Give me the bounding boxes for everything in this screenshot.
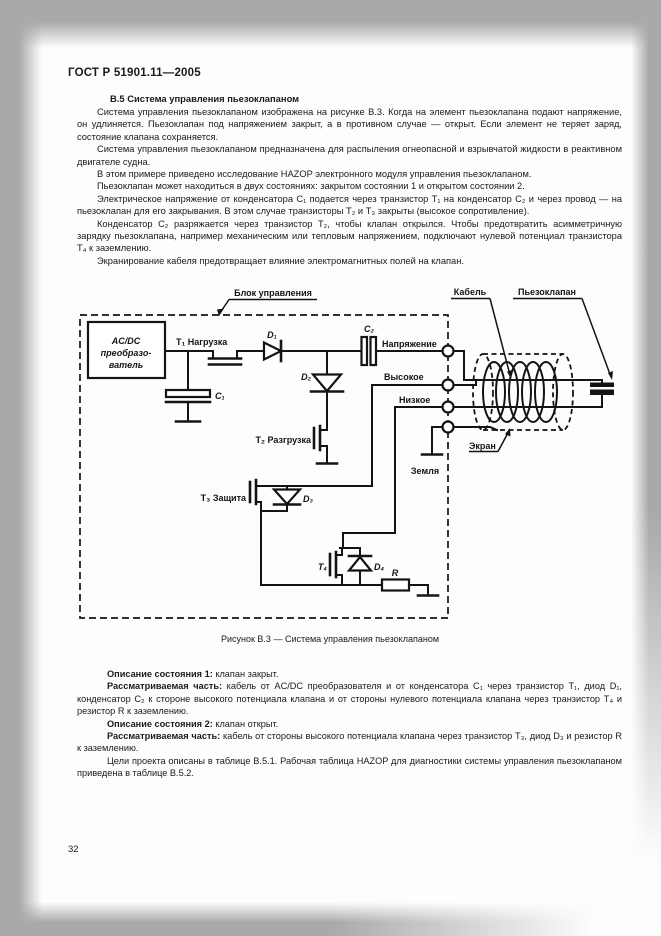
paragraph: Электрическое напряжение от конденсатора…: [77, 193, 622, 217]
arrowhead: [505, 428, 511, 437]
diode-d3: [271, 488, 303, 506]
arrowhead: [608, 371, 613, 380]
terminals: [441, 344, 455, 434]
resistor-r: [380, 578, 440, 597]
label-t3-protection: T₃ Защита: [201, 493, 247, 503]
label-d2: D₂: [301, 372, 311, 382]
terminal-low: [441, 400, 455, 414]
capacitor-c2: [360, 335, 378, 367]
paragraph: Экранирование кабеля предотвращает влиян…: [97, 255, 464, 266]
arrowhead: [217, 308, 224, 316]
label-t4: T₄: [318, 562, 327, 572]
page-number: 32: [68, 844, 79, 855]
label-voltage: Напряжение: [382, 339, 437, 349]
label-d3: D₃: [303, 494, 313, 504]
acdc-label-line1: AC/DC: [111, 336, 141, 346]
diode-d2: [309, 373, 345, 393]
diode-d4: [346, 554, 374, 572]
label-control-block: Блок управления: [234, 288, 312, 298]
label-earth: Земля: [411, 466, 439, 476]
state-note: Описание состояния 1: клапан закрыт.: [107, 669, 279, 679]
state-note: Цели проекта описаны в таблице В.5.1. Ра…: [77, 755, 622, 779]
terminal-shield: [441, 420, 455, 434]
cable-coil: [482, 361, 558, 423]
label-c1: C₁: [215, 391, 225, 401]
paragraph: Система управления пьезоклапаном изображ…: [77, 107, 622, 142]
acdc-label-line2: преобразо-: [101, 348, 152, 358]
leader-lines: [217, 297, 613, 453]
label-r: R: [392, 568, 399, 578]
scan-border-top: [0, 0, 661, 48]
scan-border-bottom: [0, 902, 661, 936]
state-notes: Описание состояния 1: клапан закрыт. Рас…: [77, 668, 622, 780]
transistor-t2: [312, 424, 339, 465]
transistor-t1: [207, 357, 243, 366]
terminal-high: [441, 378, 455, 392]
label-d4: D₄: [374, 562, 384, 572]
acdc-label-line3: ватель: [109, 360, 143, 370]
figure-caption: Рисунок В.3 — Система управления пьезокл…: [220, 634, 440, 644]
label-t1-load: T₁ Нагрузка: [176, 337, 228, 347]
state-note: Описание состояния 2: клапан открыт.: [107, 718, 279, 729]
control-block-outline: [79, 314, 449, 619]
label-c2: C₂: [364, 324, 374, 334]
arrowhead: [507, 370, 513, 379]
label-shield: Экран: [469, 441, 496, 451]
cable-shield: [472, 353, 574, 431]
acdc-converter-box: AC/DC преобразо- ватель: [86, 320, 167, 380]
label-cable: Кабель: [454, 287, 487, 297]
transistor-t3: [248, 478, 258, 506]
figure-b3-diagram: AC/DC преобразо- ватель: [79, 287, 614, 619]
wire-network: [164, 350, 603, 596]
standard-header: ГОСТ Р 51901.11—2005: [68, 67, 201, 79]
label-t2-unload: T₂ Разгрузка: [256, 435, 312, 445]
terminal-voltage: [441, 344, 455, 358]
paragraph: В этом примере приведено исследование HA…: [97, 169, 532, 180]
section-content: В.5 Система управления пьезоклапаном Сис…: [77, 92, 622, 267]
state-note: Рассматриваемая часть: кабель от AC/DC п…: [77, 681, 622, 717]
label-high: Высокое: [384, 372, 424, 382]
label-d1: D₁: [267, 330, 277, 340]
piezo-valve: [590, 382, 614, 395]
transistor-t4: [328, 550, 338, 579]
label-low: Низкое: [399, 395, 430, 405]
section-heading: В.5 Система управления пьезоклапаном: [110, 93, 300, 104]
paragraph: Система управления пьезоклапаном предназ…: [77, 144, 622, 167]
diode-d1: [262, 339, 284, 363]
capacitor-c1: [164, 388, 212, 423]
state-note: Рассматриваемая часть: кабель от стороны…: [77, 731, 622, 754]
label-piezo-valve: Пьезоклапан: [518, 287, 576, 297]
paragraph: Конденсатор C₂ разряжается через транзис…: [77, 218, 622, 254]
paragraph: Пьезоклапан может находиться в двух сост…: [97, 181, 525, 192]
